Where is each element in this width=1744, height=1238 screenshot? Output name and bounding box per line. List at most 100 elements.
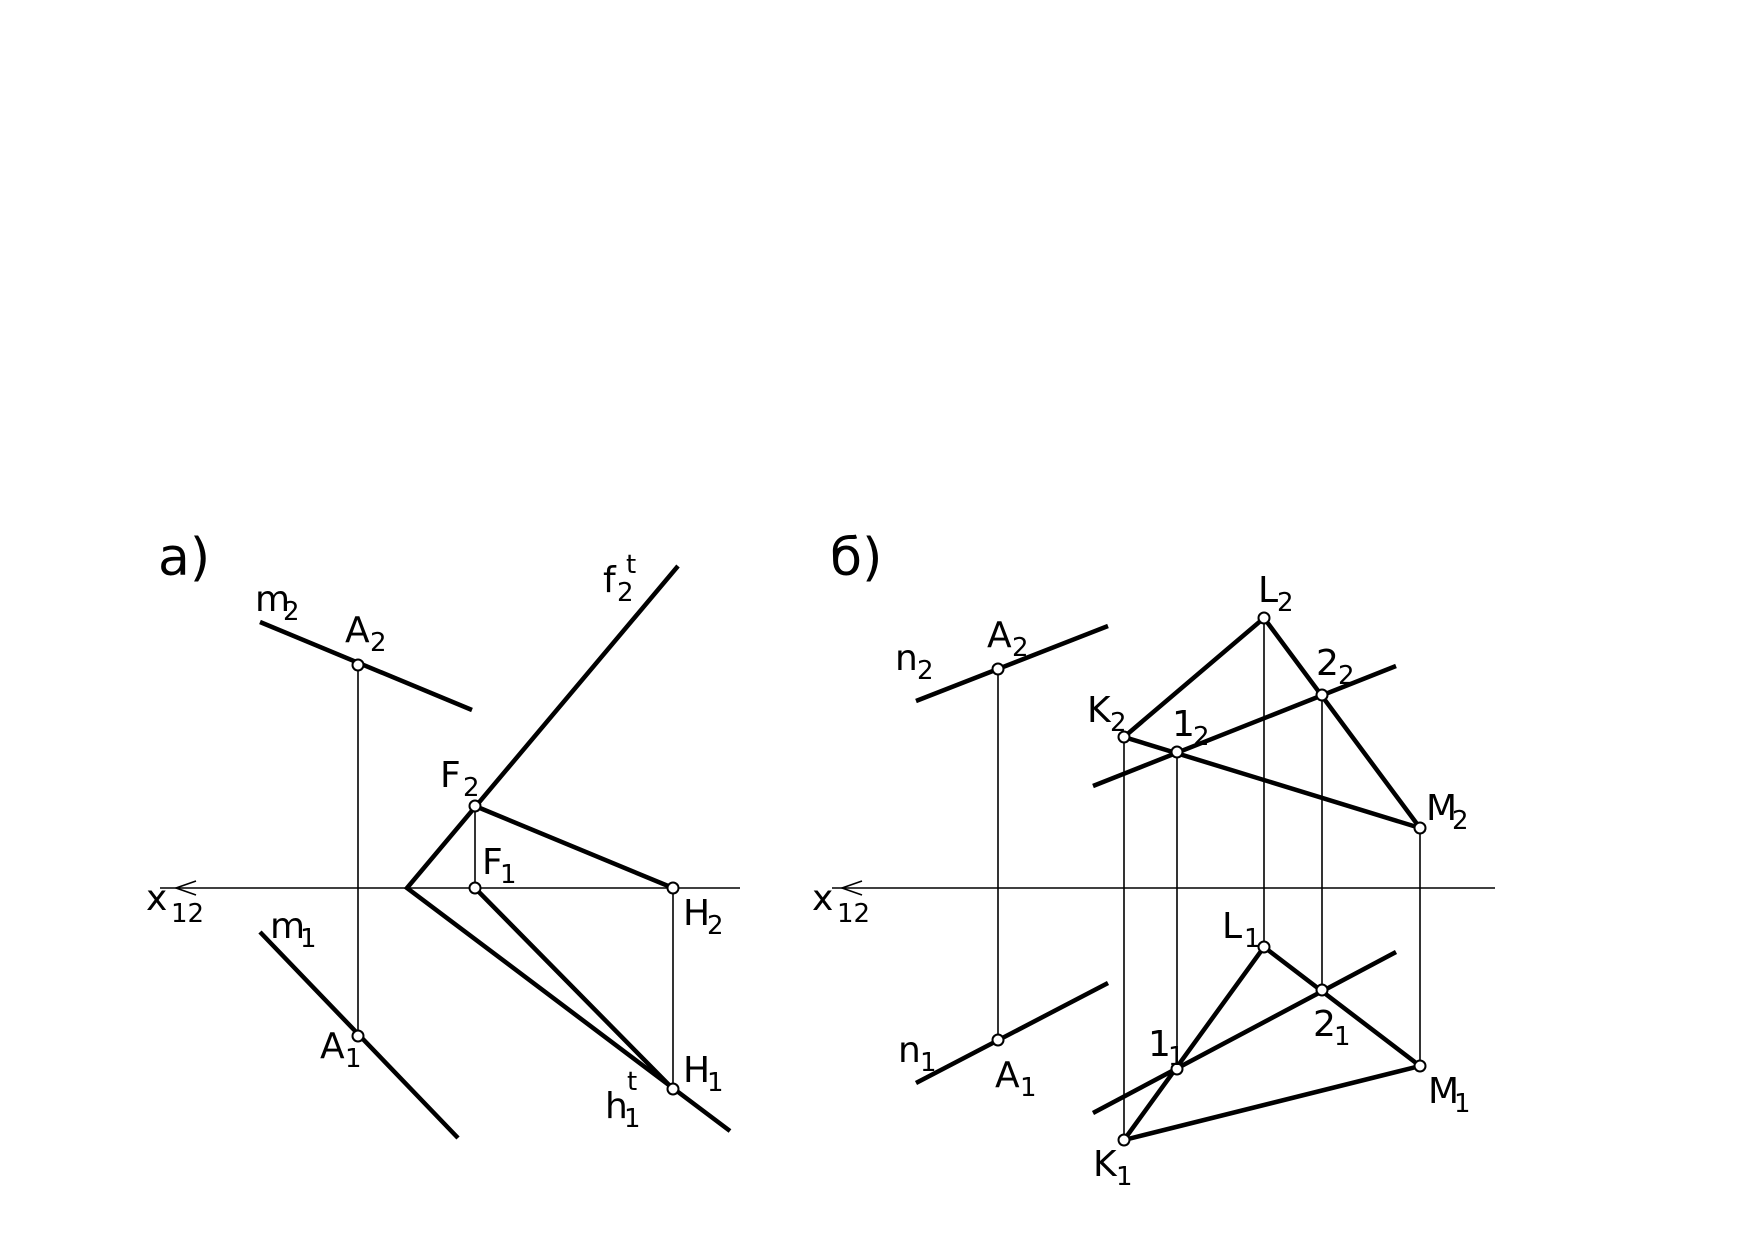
svg-text:1: 1	[345, 1044, 362, 1074]
line-f2-h2	[474, 803, 674, 891]
svg-text:A: A	[987, 615, 1012, 656]
svg-text:n: n	[895, 638, 918, 679]
axis-arrow	[839, 880, 863, 896]
svg-text:2: 2	[1277, 588, 1294, 618]
point-h1	[666, 1082, 680, 1096]
svg-text:t: t	[627, 1067, 637, 1097]
label-l2: L 2	[1258, 570, 1294, 618]
svg-text:1: 1	[1168, 1042, 1185, 1072]
label-a1: A 1	[995, 1055, 1037, 1103]
panel-b: б) x 12	[812, 528, 1495, 1192]
svg-text:2: 2	[1313, 1004, 1336, 1045]
label-l1: L 1	[1222, 906, 1261, 954]
point-f1	[468, 881, 482, 895]
svg-text:1: 1	[624, 1104, 641, 1134]
svg-text:2: 2	[1316, 643, 1339, 684]
point-m2	[1413, 821, 1427, 835]
svg-text:x: x	[812, 878, 833, 919]
label-n1: n 1	[898, 1030, 937, 1078]
label-h1: H 1	[683, 1050, 724, 1098]
label-m1: m 1	[270, 906, 317, 954]
svg-text:K: K	[1093, 1144, 1118, 1185]
triangle-k1-l1-m1	[1118, 943, 1426, 1144]
line-f1-h1	[473, 886, 675, 1091]
svg-text:x: x	[146, 878, 167, 919]
svg-text:2: 2	[370, 628, 387, 658]
point-m1	[1413, 1059, 1427, 1073]
label-22: 2 2	[1316, 643, 1355, 691]
label-m2: M 2	[1426, 788, 1469, 836]
line-11-21	[1091, 950, 1398, 1115]
label-f1: F 1	[482, 842, 517, 890]
label-12: 1 2	[1172, 704, 1210, 752]
svg-text:1: 1	[1334, 1022, 1351, 1052]
svg-text:m: m	[270, 906, 305, 947]
point-11	[1170, 1062, 1184, 1076]
point-l2	[1257, 611, 1271, 625]
point-21	[1315, 983, 1329, 997]
label-f2t: f 2 t	[603, 550, 636, 608]
point-k2	[1117, 730, 1131, 744]
svg-text:2: 2	[463, 773, 480, 803]
line-12-22	[1092, 663, 1397, 789]
label-k2: K 2	[1087, 690, 1127, 738]
axis-x12-label: x 12	[146, 878, 204, 929]
label-h1t: h 1 t	[605, 1067, 641, 1134]
svg-text:A: A	[320, 1026, 345, 1067]
svg-text:2: 2	[1338, 661, 1355, 691]
label-k1: K 1	[1093, 1144, 1133, 1192]
svg-text:2: 2	[283, 597, 300, 627]
svg-text:1: 1	[300, 924, 317, 954]
svg-text:m: m	[255, 579, 290, 620]
svg-text:12: 12	[837, 899, 870, 929]
svg-text:F: F	[482, 842, 503, 883]
svg-text:L: L	[1258, 570, 1278, 611]
svg-text:n: n	[898, 1030, 921, 1071]
label-21: 2 1	[1313, 1004, 1351, 1052]
point-k1	[1117, 1133, 1131, 1147]
point-l1	[1257, 940, 1271, 954]
svg-text:1: 1	[1148, 1024, 1171, 1065]
svg-text:2: 2	[1193, 722, 1210, 752]
svg-text:12: 12	[171, 899, 204, 929]
svg-text:1: 1	[1172, 704, 1195, 745]
line-n2	[915, 623, 1109, 704]
svg-text:1: 1	[707, 1068, 724, 1098]
svg-text:2: 2	[1110, 708, 1127, 738]
svg-text:K: K	[1087, 690, 1112, 731]
svg-text:f: f	[603, 560, 617, 601]
svg-text:1: 1	[920, 1048, 937, 1078]
svg-text:h: h	[605, 1086, 628, 1127]
point-22	[1315, 688, 1329, 702]
panel-b-label: б)	[830, 528, 882, 588]
svg-text:2: 2	[617, 578, 634, 608]
svg-text:1: 1	[1454, 1089, 1471, 1119]
label-m2: m 2	[255, 579, 300, 627]
svg-text:t: t	[626, 550, 636, 580]
panel-a-label: а)	[158, 528, 210, 588]
svg-text:L: L	[1222, 906, 1242, 947]
label-m1: M 1	[1428, 1071, 1471, 1119]
label-n2: n 2	[895, 638, 934, 686]
label-f2: F 2	[440, 755, 480, 803]
svg-text:M: M	[1428, 1071, 1459, 1112]
point-a1	[991, 1033, 1005, 1047]
svg-text:H: H	[683, 893, 710, 934]
point-a2	[991, 662, 1005, 676]
point-a2	[351, 658, 365, 672]
svg-text:2: 2	[917, 656, 934, 686]
point-a1	[351, 1029, 365, 1043]
svg-text:1: 1	[1244, 924, 1261, 954]
line-n1	[914, 981, 1110, 1085]
label-11: 1 1	[1148, 1024, 1185, 1072]
panel-a: а) x 12 m 2 A 2	[146, 528, 740, 1140]
line-m2	[259, 619, 473, 713]
svg-text:F: F	[440, 755, 461, 796]
label-a2: A 2	[345, 610, 387, 658]
svg-text:2: 2	[1012, 633, 1029, 663]
svg-text:1: 1	[500, 860, 517, 890]
point-f2	[468, 799, 482, 813]
point-h2	[666, 881, 680, 895]
axis-arrow	[173, 880, 197, 896]
